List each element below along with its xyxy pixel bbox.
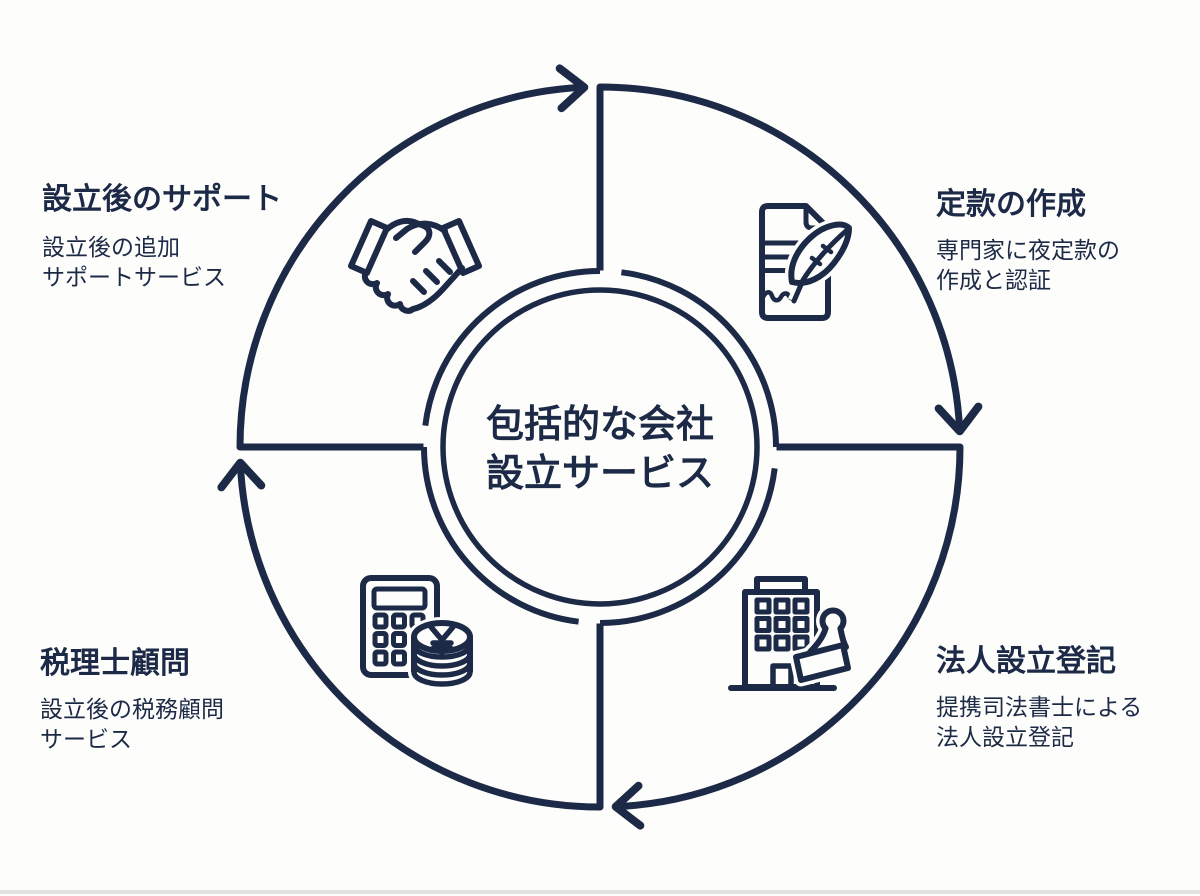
yen-symbol [428,624,456,656]
cycle-arc-top-left [236,83,585,451]
quadrant-top-right-desc-line2: 作成と認証 [936,267,1051,293]
quadrant-bottom-right-title: 法人設立登記 [936,645,1116,678]
center-title-block: 包括的な会社 設立サービス [400,401,800,499]
bottom-edge-artifact [0,890,1200,894]
center-inner-circle [440,287,760,607]
center-ring-arc-se [599,468,778,626]
coin-stack [408,617,476,692]
cycle-arc-top-right [596,83,964,432]
quadrant-bottom-left-desc-line1: 設立後の税務顧問 [40,696,224,722]
cycle-ring [236,83,964,811]
arrow-top-icon [555,64,589,113]
quadrant-top-right-desc-line1: 専門家に夜定款の [936,237,1120,263]
arrow-bottom-icon [611,781,645,830]
building-stamp-icon [728,576,855,691]
office-building [728,576,837,691]
cycle-arc-bottom-left [236,462,604,811]
cycle-arc-bottom-right [615,443,964,811]
calculator-coins-icon [360,575,476,692]
cycle-arrows [217,64,983,830]
center-title-line1: 包括的な会社 [485,404,714,446]
center-ring-arc-ne [621,269,779,448]
rubber-stamp [789,604,855,687]
center-ring-arc-nw [422,268,601,426]
arrow-left-icon [217,458,266,492]
quadrant-top-left-desc-line1: 設立後の追加 [42,234,180,260]
quill-pen [784,218,856,304]
quadrant-bottom-right-desc: 提携司法書士による 法人設立登記 [936,692,1142,752]
center-ring-arc-sw [421,446,579,625]
quadrant-top-left-desc-line2: サポートサービス [42,264,226,290]
quadrant-bottom-left-title: 税理士顧問 [40,647,190,680]
document-quill-icon [759,203,856,321]
quadrant-top-left-title: 設立後のサポート [42,183,282,216]
quadrant-top-right-title: 定款の作成 [936,188,1086,221]
center-title-line2: 設立サービス [485,453,714,495]
quadrant-bottom-left-desc: 設立後の税務顧問 サービス [40,694,224,754]
quadrant-bottom-left-desc-line2: サービス [40,726,132,752]
handshake-icon [348,217,482,314]
quadrant-bottom-right-desc-line1: 提携司法書士による [936,694,1143,720]
quadrant-top-right-desc: 専門家に夜定款の 作成と認証 [936,235,1120,295]
center-ring [421,268,779,626]
arrow-right-icon [934,402,983,436]
quadrant-top-left-desc: 設立後の追加 サポートサービス [42,232,226,292]
quadrant-bottom-right-desc-line2: 法人設立登記 [936,724,1074,750]
